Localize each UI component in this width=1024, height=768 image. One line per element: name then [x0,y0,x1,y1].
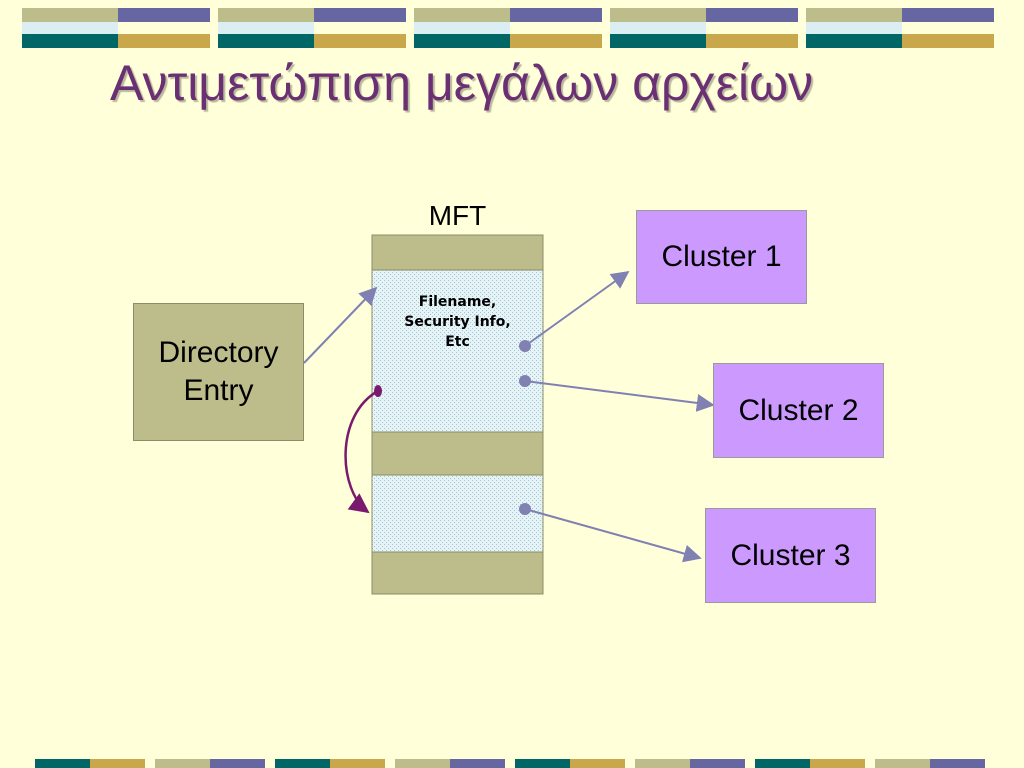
cluster-2-label: Cluster 2 [738,393,859,427]
record-to-cluster2-arrow [524,380,715,412]
mft-record-line: Security Info, [404,314,511,330]
cluster-1-label: Cluster 1 [661,240,782,273]
band-block [155,759,265,768]
band-block [414,8,602,48]
cluster-3-label: Cluster 3 [730,538,851,572]
mft-record-file [371,269,544,433]
mft-record-line: Etc [445,334,470,350]
mft-record-extension [371,474,544,553]
mft-record-text: Filename, Security Info, Etc [380,292,535,352]
pointer-dot-2 [519,375,531,387]
directory-entry-line: Entry [183,374,254,407]
band-block [218,8,406,48]
top-decorative-band [22,8,1000,48]
cluster-2-box: Cluster 2 [713,363,884,458]
record-to-cluster1-arrow [524,270,630,347]
bottom-decorative-band [35,759,995,768]
record-to-extension-arrow [344,389,379,514]
mft-record-line: Filename, [418,294,497,310]
pointer-dot-1 [519,340,531,352]
directory-entry-box: Directory Entry [133,303,304,441]
pointer-dot-3 [519,503,531,515]
mft-header-segment [371,234,544,271]
band-block [610,8,798,48]
cluster-3-box: Cluster 3 [705,508,876,603]
mft-footer-segment [371,551,544,595]
dir-to-mft-arrow [303,286,378,364]
band-block [22,8,210,48]
band-block [875,759,985,768]
band-block [515,759,625,768]
directory-entry-line: Directory [158,336,279,369]
slide-title: Αντιμετώπιση μεγάλων αρχείων [110,55,814,111]
band-block [35,759,145,768]
band-block [395,759,505,768]
mft-label: MFT [428,200,487,231]
band-block [806,8,994,48]
band-block [755,759,865,768]
band-block [635,759,745,768]
mft-gap-segment [371,431,544,476]
cluster-1-box: Cluster 1 [636,210,807,304]
band-block [275,759,385,768]
link-start-dot [374,385,382,397]
extension-to-cluster3-arrow [524,508,702,563]
